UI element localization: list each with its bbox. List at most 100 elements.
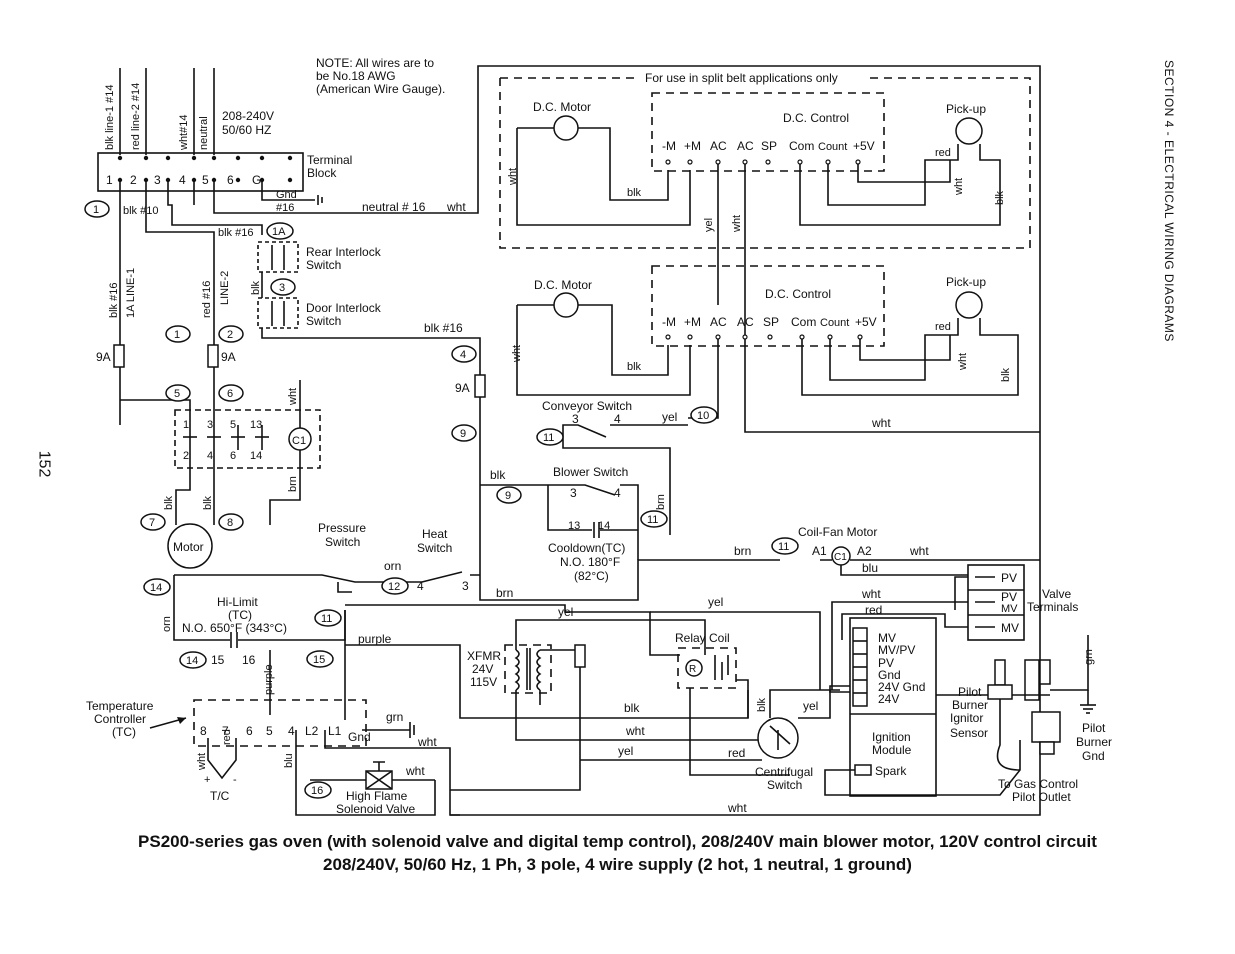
lower-wht-right: wht [957, 353, 969, 371]
svg-text:9: 9 [460, 428, 466, 440]
coil-fan-wht: wht [909, 544, 929, 558]
ignition-term-mv: MV [878, 631, 896, 645]
note: NOTE: All wires are to be No.18 AWG (Ame… [316, 56, 445, 96]
terminal-4: 4 [179, 173, 186, 187]
ignition-module: MV MV/PV PV Gnd 24V Gnd 24V Ignition Mod… [820, 617, 1021, 797]
tc-tc: T/C [210, 789, 230, 803]
solenoid-valve: wht High Flame Solenoid Valve [310, 761, 435, 816]
tc-label-2: Controller [94, 712, 146, 726]
contactor-bottom-2: 2 [183, 450, 189, 462]
solenoid-label-2: Solenoid Valve [336, 802, 415, 816]
centrifugal-blk: blk [756, 697, 768, 712]
blower-switch-label: Blower Switch [553, 465, 628, 479]
marker-8: 8 [218, 513, 244, 531]
coil-fan-coil: C1 [834, 552, 847, 563]
split-blk: blk [627, 187, 642, 199]
marker-10: 10 [690, 406, 718, 424]
lower-term-ac1: AC [710, 315, 727, 329]
heat-t4: 4 [417, 579, 424, 593]
ignition-module-label-1: Ignition [872, 730, 911, 744]
svg-text:11: 11 [543, 432, 554, 444]
svg-text:3: 3 [279, 282, 285, 294]
transformer: XFMR 24V 115V yel [450, 595, 821, 791]
lower-term-sp: SP [763, 315, 779, 329]
marker-2: 2 [218, 325, 244, 343]
marker-5: 5 [165, 384, 191, 402]
cooldown-label-1: Cooldown(TC) [548, 541, 625, 555]
valve-title-2: Terminals [1027, 600, 1078, 614]
ignition-term-24vgnd: 24V Gnd [878, 680, 925, 694]
neutral-wire-label: neutral # 16 [362, 200, 426, 214]
blower-t3: 3 [570, 486, 577, 500]
marker-16: 16 [304, 781, 332, 799]
tc-minus: - [233, 774, 237, 786]
split-dc-control-label: D.C. Control [783, 111, 849, 125]
split-term-ac2: AC [737, 139, 754, 153]
marker-1a: 1A [266, 222, 294, 240]
valve-pvmv-1: PV [1001, 590, 1017, 604]
marker-9b: 9 [496, 486, 522, 504]
marker-4: 4 [451, 345, 477, 363]
rear-interlock-label-1: Rear Interlock [306, 245, 382, 259]
pilot-label-3: Ignitor [950, 711, 983, 725]
svg-text:1A: 1A [272, 226, 286, 238]
terminal-5: 5 [202, 173, 209, 187]
relay-r: R [689, 664, 696, 675]
split-dc-motor-label: D.C. Motor [533, 100, 591, 114]
line2-name: LINE-2 [219, 271, 231, 305]
tc-grn: grn [386, 710, 403, 724]
pressure-heat-switches: Pressure Switch Heat Switch orn 4 3 brn [174, 521, 780, 601]
xfmr-label-3: 115V [470, 675, 497, 689]
terminal-1: 1 [106, 173, 113, 187]
split-term-5v: +5V [853, 139, 875, 153]
relay-coil: Relay Coil R [675, 631, 749, 740]
marker-12: 12 [381, 577, 409, 595]
lower-wht-left: wht [511, 345, 523, 363]
split-term-sp: SP [761, 139, 777, 153]
marker-11c: 11 [771, 537, 799, 555]
valve-title-1: Valve [1042, 587, 1071, 601]
svg-text:11: 11 [647, 514, 658, 526]
conveyor-t3: 3 [572, 412, 579, 426]
centrifugal-switch: blk yel Centrifugal Switch [755, 689, 831, 792]
svg-text:1: 1 [174, 329, 180, 341]
coil-fan-brn: brn [734, 544, 751, 558]
pressure-orn: orn [384, 559, 401, 573]
hilimit-label-1: Hi-Limit [217, 595, 258, 609]
note-line1: NOTE: All wires are to [316, 56, 434, 70]
blk16-label-a: blk #16 [218, 227, 253, 239]
marker-11b: 11 [640, 510, 668, 528]
svg-text:12: 12 [388, 581, 400, 593]
wire-label-red-line2: red line-2 #14 [130, 83, 142, 150]
split-pickup-label: Pick-up [946, 102, 986, 116]
wire-label-neutral: neutral [198, 116, 210, 150]
marker-15: 15 [306, 650, 334, 668]
pilot-label-1: Pilot [958, 685, 982, 699]
tc-term-l2: L2 [305, 724, 319, 738]
note-line2: be No.18 AWG [316, 69, 396, 83]
control-wires: blk wht yel red wht [450, 560, 1041, 816]
valve-pv: PV [1001, 571, 1017, 585]
split-belt-box: For use in split belt applications only … [499, 71, 1040, 433]
interlock-wires [261, 272, 481, 585]
motor-wire-2: blk [202, 495, 214, 510]
contactor-top-3: 3 [207, 419, 213, 431]
terminal-6: 6 [227, 173, 234, 187]
wire-label-wht14: wht#14 [178, 115, 190, 151]
main-blower-motor: Motor [167, 523, 213, 569]
pilot-gas-label-1: To Gas Control [998, 777, 1078, 791]
split-term-count: Count [818, 141, 847, 153]
coil-fan-title: Coil-Fan Motor [798, 525, 877, 539]
heat-brn: brn [496, 586, 513, 600]
rear-interlock-label-2: Switch [306, 258, 341, 272]
tc-label-3: (TC) [112, 725, 136, 739]
hilimit-t15: 15 [211, 653, 225, 667]
terminal-g: G [252, 173, 261, 187]
supply-wires [119, 68, 215, 155]
svg-text:7: 7 [149, 517, 155, 529]
valve-pvmv-2: MV [1001, 603, 1018, 615]
lower-term-5v: +5V [855, 315, 877, 329]
svg-text:14: 14 [150, 582, 162, 594]
cooldown-14: 14 [598, 520, 610, 532]
